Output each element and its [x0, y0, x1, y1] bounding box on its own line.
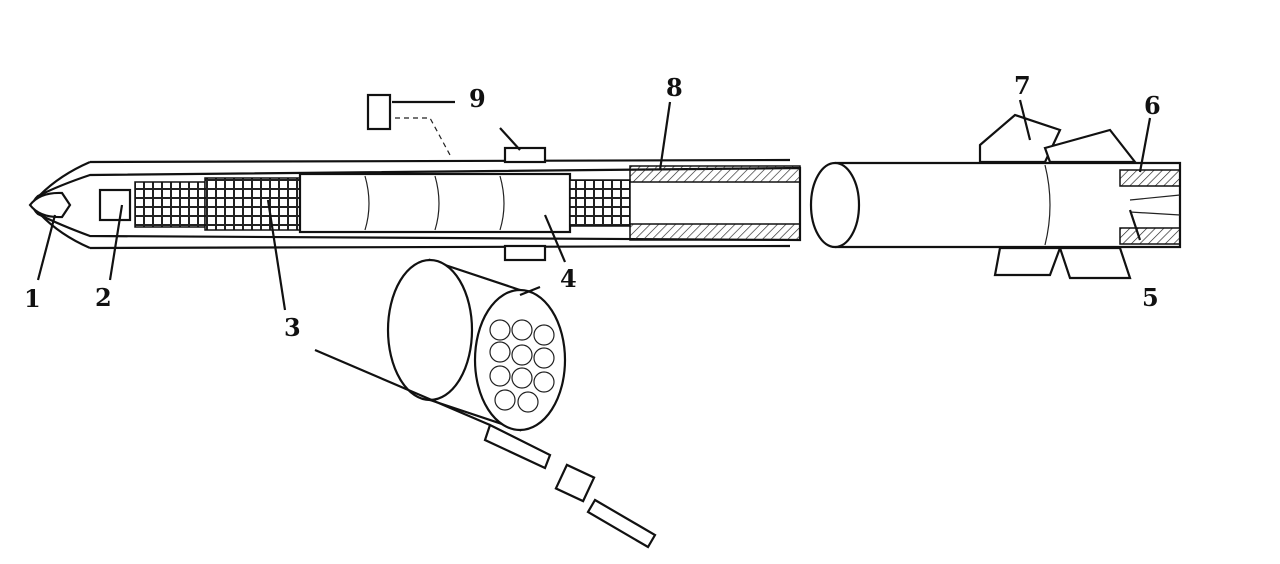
label-9: 9	[469, 84, 486, 113]
label-5: 5	[1142, 283, 1159, 312]
cargo-cylinder	[298, 172, 572, 234]
fin-bottom-2	[1058, 246, 1132, 280]
motor-casing-top	[629, 165, 801, 183]
motor-section	[809, 99, 1182, 280]
warhead-section	[28, 93, 802, 262]
label-4: 4	[560, 264, 577, 293]
nose-fuze	[28, 191, 72, 219]
label-7: 7	[1014, 71, 1031, 100]
label-6: 6	[1144, 91, 1161, 120]
fin-top-2	[1043, 128, 1138, 164]
label-3: 3	[284, 313, 301, 342]
label-2: 2	[95, 283, 112, 312]
submunitions-front	[134, 181, 206, 228]
lug-top	[503, 146, 547, 164]
exploded-submunition-pack	[314, 258, 657, 549]
label-8: 8	[666, 73, 683, 102]
nozzle	[1119, 169, 1181, 187]
lug-exploded	[366, 93, 392, 131]
leader-lines	[36, 101, 672, 311]
fin-bottom-1	[993, 246, 1062, 277]
label-1: 1	[24, 284, 41, 313]
fuze-tail	[586, 498, 657, 549]
fuze-body	[483, 423, 552, 470]
